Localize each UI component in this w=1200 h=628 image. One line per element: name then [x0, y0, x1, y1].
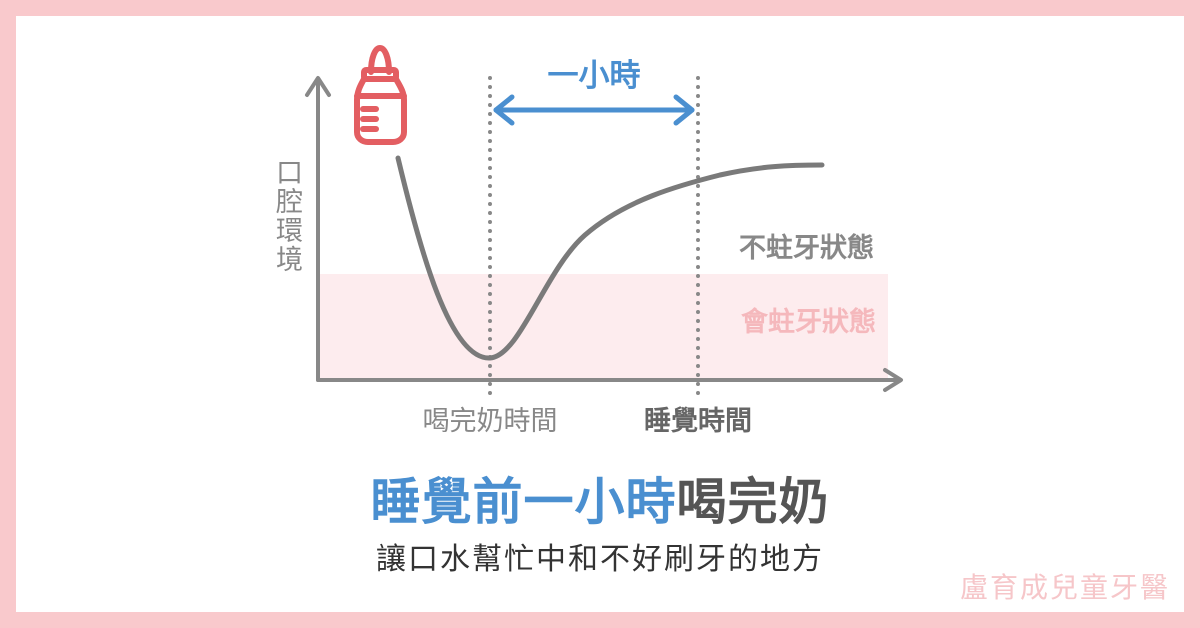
x-tick-finish-milk: 喝完奶時間	[423, 406, 558, 437]
x-tick-bedtime: 睡覺時間	[644, 405, 752, 437]
axes	[305, 76, 903, 392]
headline: 睡覺前一小時喝完奶	[0, 470, 1200, 534]
headline-highlight: 睡覺前一小時	[370, 473, 677, 531]
time-guides	[488, 76, 700, 402]
x-axis-arrowhead	[883, 368, 903, 392]
oral-environment-curve	[395, 155, 825, 361]
baby-bottle-icon	[354, 45, 407, 145]
one-hour-arrow	[493, 94, 695, 126]
cavity-zone-band	[318, 274, 888, 380]
y-axis-arrowhead	[305, 76, 331, 97]
headline-rest: 喝完奶	[676, 473, 830, 531]
duration-label: 一小時	[548, 58, 641, 94]
subline: 讓口水幫忙中和不好刷牙的地方	[376, 542, 824, 577]
y-axis-label: 口腔環境	[271, 158, 302, 274]
brand-watermark: 盧育成兒童牙醫	[959, 571, 1170, 604]
state-cavity-label: 會蛀牙狀態	[741, 306, 876, 338]
state-no-cavity-label: 不蛀牙狀態	[739, 232, 874, 264]
